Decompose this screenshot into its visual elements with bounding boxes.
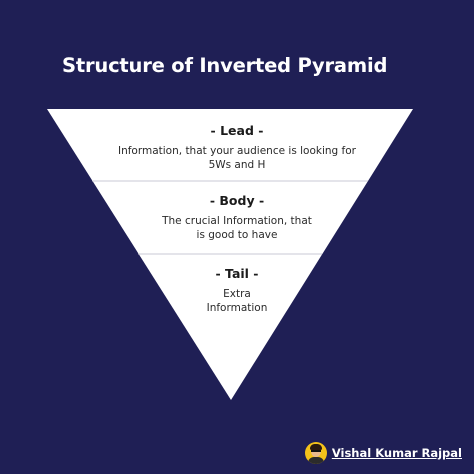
diagram-title: Structure of Inverted Pyramid (62, 54, 388, 77)
author-name-link[interactable]: Vishal Kumar Rajpal (331, 446, 462, 460)
section-body-heading: - Body - (209, 193, 265, 208)
section-tail-heading: - Tail - (215, 266, 259, 281)
section-lead-description: Information, that your audience is looki… (90, 144, 384, 172)
section-body-line: is good to have (196, 229, 278, 241)
author-avatar-icon (304, 442, 327, 464)
section-body-description: The crucial Information, that is good to… (120, 214, 354, 242)
author-credit[interactable]: Vishal Kumar Rajpal (304, 442, 462, 464)
section-tail-line: Extra (223, 288, 251, 300)
section-lead-line: Information, that your audience is looki… (117, 145, 356, 157)
section-tail: - Tail - Extra Information (170, 266, 304, 315)
section-tail-line: Information (206, 302, 268, 314)
section-lead-heading: - Lead - (210, 123, 264, 138)
section-body: - Body - The crucial Information, that i… (120, 193, 354, 242)
section-lead-line: 5Ws and H (208, 159, 266, 171)
section-body-line: The crucial Information, that (162, 215, 312, 227)
section-tail-description: Extra Information (170, 287, 304, 315)
section-lead: - Lead - Information, that your audience… (90, 123, 384, 172)
